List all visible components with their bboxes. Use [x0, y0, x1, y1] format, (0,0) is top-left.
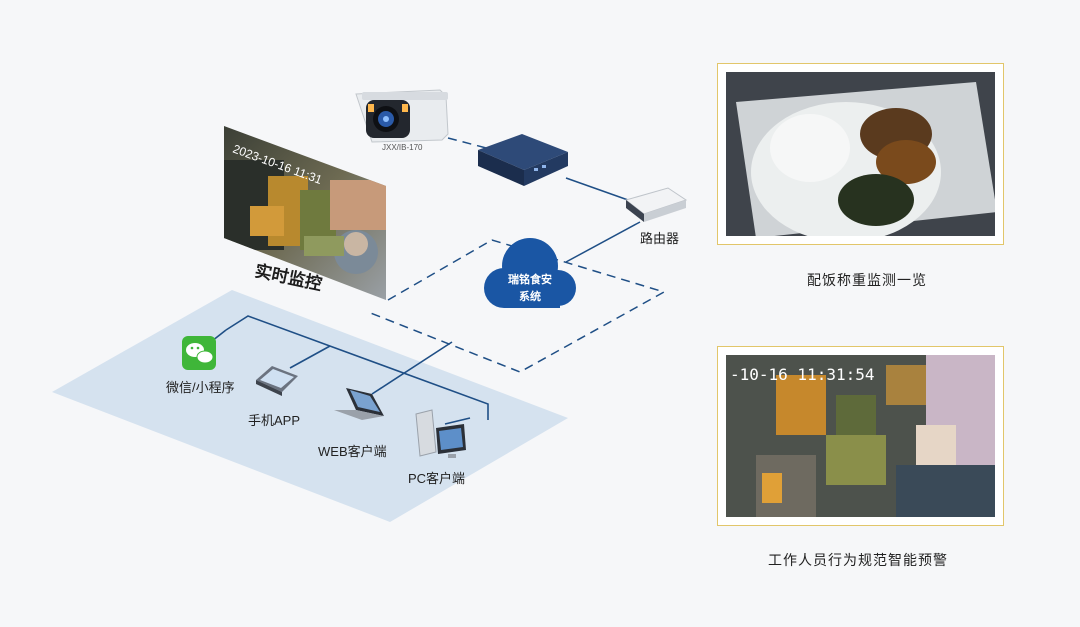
- cloud-label-line2: 系统: [519, 289, 541, 303]
- monitor-screen: 2023-10-16 11:31: [224, 126, 386, 300]
- weighing-monitor-image: [726, 72, 995, 236]
- panel-caption-staff: 工作人员行为规范智能预警: [768, 552, 948, 568]
- panel-caption-weighing: 配饭称重监测一览: [807, 272, 927, 288]
- wechat-icon: [182, 336, 216, 370]
- camera-icon: JXX/IB-170: [355, 89, 449, 152]
- client-label-web: WEB客户端: [318, 444, 387, 459]
- solid-backbone-lines: [565, 177, 641, 263]
- staff-behavior-image: -10-16 11:31:54: [726, 355, 995, 517]
- camera-model-text: JXX/IB-170: [382, 143, 423, 152]
- client-label-pc: PC客户端: [408, 471, 466, 486]
- staff-behavior-panel: -10-16 11:31:54: [717, 346, 1004, 526]
- client-label-wechat: 微信/小程序: [166, 380, 235, 395]
- cloud-label-line1: 瑞铭食安: [508, 272, 552, 286]
- desktop-pc-icon: [415, 409, 466, 458]
- mobile-phone-icon: [256, 366, 298, 396]
- router-label: 路由器: [640, 231, 680, 246]
- staff-panel-timestamp: -10-16 11:31:54: [730, 365, 875, 384]
- client-label-mobile: 手机APP: [248, 413, 301, 428]
- kitchen-illustration: [726, 355, 995, 517]
- weighing-monitor-panel: [717, 63, 1004, 245]
- laptop-icon: [334, 388, 384, 420]
- dashed-network-lines: [367, 137, 666, 373]
- nvr-box-icon: [478, 134, 568, 186]
- cloud-icon: [484, 238, 576, 308]
- client-platform: [52, 290, 568, 522]
- router-icon: [624, 187, 688, 222]
- food-tray-illustration: [726, 72, 995, 236]
